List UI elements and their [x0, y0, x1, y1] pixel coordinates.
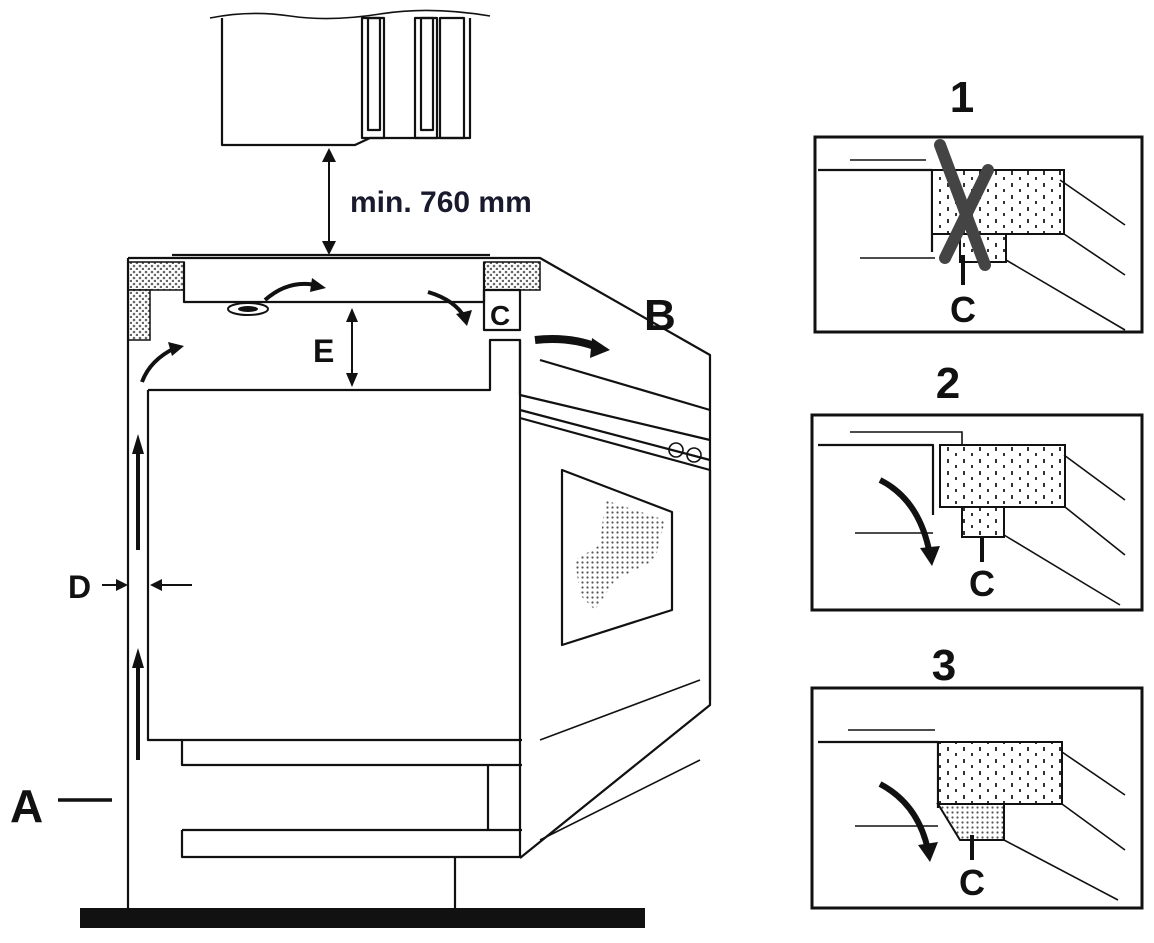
insulation-right-top: [483, 261, 541, 291]
detail-1: 1 C: [813, 73, 1144, 334]
detail-2-label-c: C: [969, 563, 995, 604]
detail-1-label-c: C: [950, 289, 976, 330]
detail-2: 2 C: [810, 359, 1144, 612]
dimension-d: D: [68, 569, 192, 605]
insulation-left-top: [127, 261, 185, 291]
detail-3-label-c: C: [959, 862, 985, 903]
detail-1-number: 1: [950, 73, 974, 122]
insulation-left-side: [127, 289, 151, 341]
min-distance-dimension: min. 760 mm: [322, 148, 532, 255]
min-distance-label: min. 760 mm: [350, 186, 532, 219]
label-a-group: A: [10, 780, 112, 832]
detail-2-number: 2: [936, 359, 960, 408]
airflow-arrows: [132, 278, 610, 760]
label-d: D: [68, 569, 91, 605]
label-c-main: C: [490, 300, 510, 331]
oven: [146, 338, 712, 908]
label-e: E: [313, 333, 334, 369]
wall-cabinet: [209, 9, 491, 147]
cross-mark: [934, 139, 991, 271]
cabinet-structure: [80, 258, 645, 928]
label-b: B: [644, 291, 676, 340]
floor: [80, 908, 645, 928]
dimension-e: E: [313, 308, 358, 387]
detail-3: 3 C: [810, 641, 1144, 910]
label-a: A: [10, 780, 43, 832]
worktop: C: [127, 253, 712, 440]
detail-3-number: 3: [932, 641, 956, 690]
